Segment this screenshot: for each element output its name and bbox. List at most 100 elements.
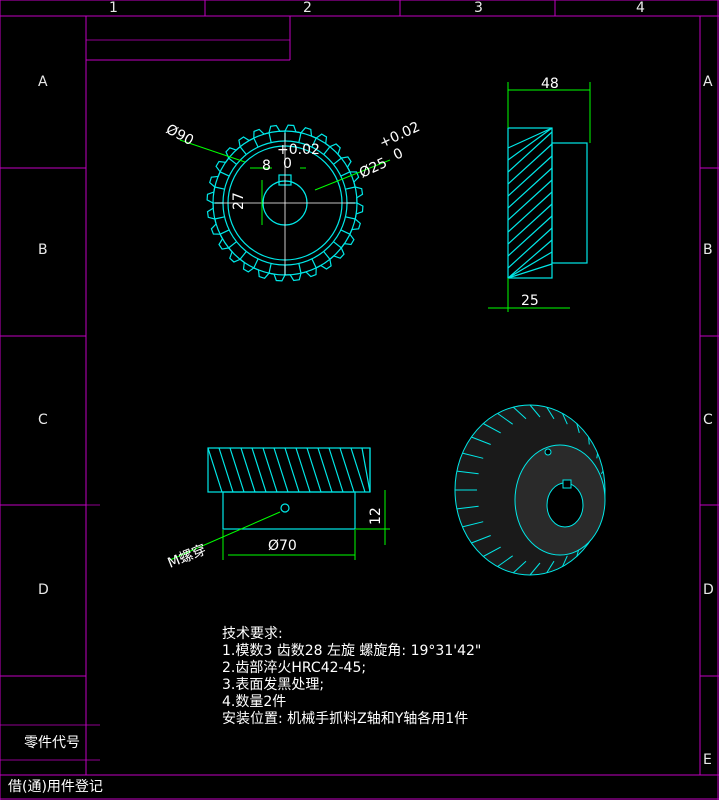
row-label-c-right: C [703,412,713,428]
bottom-helix-line [218,447,234,493]
iso-tooth-line [546,560,555,574]
gear-root-line [268,132,272,143]
gear-root-line [228,241,237,249]
iso-tooth-line [512,406,527,420]
gear-root-line [214,216,225,220]
gear-root-line [228,157,237,165]
iso-tooth-line [471,436,491,445]
gear-bottom-view [207,447,371,530]
bottom-helix-line [328,447,344,493]
column-label-1: 1 [109,0,118,16]
side-helix-lines [507,127,553,279]
borrow-register-label: 借(通)用件登记 [8,779,103,795]
side-helix-line [507,191,553,233]
side-helix-line [507,239,553,279]
iso-tooth-line [497,412,513,425]
gear-root-line [323,146,331,155]
row-label-a-right: A [703,74,713,90]
iso-tooth-line [482,546,501,557]
gear-root-line [340,171,351,177]
front-bore-label: Ø25 [357,155,390,182]
front-bore-tol-upper: +0.02 [377,119,423,152]
bottom-helix-line [306,447,322,493]
row-label-b-right: B [703,242,713,258]
iso-tooth-line [596,453,599,459]
gear-root-line [219,229,230,235]
side-helix-line [507,179,553,221]
side-helix-line [507,127,553,161]
side-helix-line [507,203,553,245]
side-helix-line [507,127,553,149]
iso-tooth-line [462,521,484,528]
gear-root-line [345,186,356,190]
iso-tooth-line [562,413,568,425]
side-view-dimension-lines [488,82,591,312]
bottom-helix-line [361,447,371,493]
notes-title: 技术要求: [222,626,283,642]
front-diameter-label: Ø90 [163,121,196,149]
row-label-b-left: B [38,242,48,258]
iso-tooth-line [482,423,501,434]
notes-line-2: 2.齿部淬火HRC42-45; [222,660,367,676]
bottom-helix-line [350,447,366,493]
bottom-helix-lines [207,447,371,493]
side-helix-line [507,155,553,197]
side-helix-line [507,215,553,257]
bottom-view-dimension-lines [169,490,390,561]
bottom-offset-label: 12 [368,507,384,525]
notes-line-1: 1.模数3 齿数28 左旋 螺旋角: 19°31'42" [222,643,482,659]
bottom-helix-line [273,447,289,493]
front-keyway-width-tol-lower: 0 [283,156,292,172]
front-keyway-width-tol-upper: +0.02 [277,142,320,158]
iso-tooth-line [462,452,484,459]
side-helix-line [507,227,553,269]
column-label-3: 3 [474,0,483,16]
bottom-thread-label: M螺穿 [166,542,209,572]
iso-tooth-line [471,535,491,544]
notes-line-4: 4.数量2件 [222,694,287,710]
gear-root-line [333,157,342,165]
gear-root-line [345,216,356,220]
iso-tooth-line [600,470,604,475]
gear-root-line [298,263,302,274]
iso-tooth-line [529,562,541,576]
bottom-helix-line [295,447,311,493]
side-helix-line [507,167,553,209]
iso-tooth-line [529,404,541,418]
row-label-c-left: C [38,412,48,428]
side-hub-label: 25 [521,293,539,309]
bottom-helix-line [240,447,256,493]
notes-line-5: 安装位置: 机械手抓料Z轴和Y轴各用1件 [222,711,469,727]
front-view-centerlines [215,133,355,275]
bottom-helix-line [207,447,223,493]
row-label-a-left: A [38,74,48,90]
notes-line-3: 3.表面发黑处理; [222,677,325,693]
gear-root-line [214,186,225,190]
row-label-e-right: E [703,752,712,768]
side-helix-line [507,143,553,185]
gear-root-line [311,137,317,148]
gear-root-line [253,137,259,148]
column-label-2: 2 [303,0,312,16]
gear-side-view [507,127,588,279]
gear-3d-view [454,404,606,576]
bottom-helix-line [262,447,278,493]
side-width-label: 48 [541,76,559,92]
bottom-helix-line [251,447,267,493]
front-keyway-depth-label: 27 [231,192,247,210]
gear-root-line [333,241,342,249]
gear-root-line [340,229,351,235]
iso-tooth-line [512,560,527,574]
iso-tooth-line [497,555,513,568]
iso-tooth-line [456,470,479,475]
gear-root-line [311,258,317,269]
row-label-d-right: D [703,582,714,598]
gear-root-line [323,251,331,260]
front-view-dimension-lines [179,139,391,225]
iso-tooth-line [546,406,555,420]
side-helix-line [507,131,553,173]
side-helix-line [507,251,553,279]
side-helix-line [507,263,553,279]
